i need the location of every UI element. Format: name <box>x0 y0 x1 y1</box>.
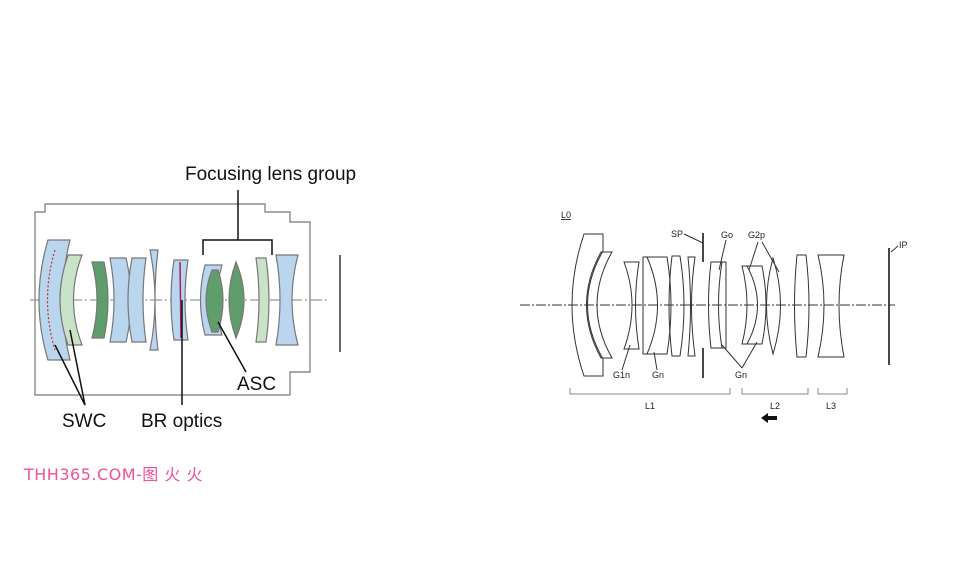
gn-label: Gn <box>652 370 664 380</box>
lens-element <box>794 254 810 358</box>
asc-label: ASC <box>237 374 276 395</box>
swc-label: SWC <box>62 411 106 432</box>
lens-element <box>170 259 189 341</box>
lens-element <box>228 260 245 340</box>
gn-pointer <box>653 351 658 371</box>
focusing-group-bracket <box>202 190 273 255</box>
swc-pointer <box>69 329 86 406</box>
lens-element <box>623 261 640 350</box>
lens-element <box>766 256 781 356</box>
sp-pointer <box>683 233 704 244</box>
lens-element <box>668 255 685 357</box>
gn-pointer <box>721 341 758 369</box>
lens-element <box>59 254 83 346</box>
lens-barrel-outline <box>34 203 311 396</box>
lens-element <box>586 251 613 359</box>
l2-bracket <box>741 388 809 395</box>
lens-element <box>127 257 147 343</box>
lens-element <box>255 257 270 343</box>
lens-element <box>571 233 604 377</box>
go-pointer <box>718 239 727 271</box>
g1n-label: G1n <box>613 370 630 380</box>
lens-element <box>708 261 727 349</box>
ip-pointer <box>890 245 899 253</box>
focusing-lens-group-label: Focusing lens group <box>185 164 356 185</box>
lens-element <box>91 261 109 339</box>
l0-label: L0 <box>561 210 571 220</box>
swc-pointer <box>54 344 86 406</box>
l3-bracket <box>817 388 848 395</box>
go-label: Go <box>721 230 733 240</box>
lens-element <box>642 256 672 355</box>
lens-element <box>817 254 845 358</box>
lens-element <box>741 265 767 345</box>
right-lens-diagram <box>520 233 899 423</box>
watermark: THH365.COM-图 火 火 <box>24 465 203 484</box>
g2p-pointer <box>748 241 780 273</box>
lens-element <box>687 256 696 357</box>
group-label-l3: L3 <box>826 401 836 411</box>
ip-label: IP <box>899 240 908 250</box>
lens-element <box>275 254 299 346</box>
g1n-pointer <box>621 344 631 371</box>
focus-direction-arrow <box>761 413 777 423</box>
group-label-l2: L2 <box>770 401 780 411</box>
gn-label: Gn <box>735 370 747 380</box>
br-optics-label: BR optics <box>141 411 222 432</box>
lens-element <box>205 269 224 333</box>
asc-pointer <box>217 321 247 373</box>
lens-element <box>149 249 159 351</box>
l1-bracket <box>569 388 731 395</box>
sp-label: SP <box>671 229 683 239</box>
br-layer <box>179 261 182 339</box>
group-label-l1: L1 <box>645 401 655 411</box>
g2p-label: G2p <box>748 230 765 240</box>
left-lens-diagram <box>30 190 341 406</box>
